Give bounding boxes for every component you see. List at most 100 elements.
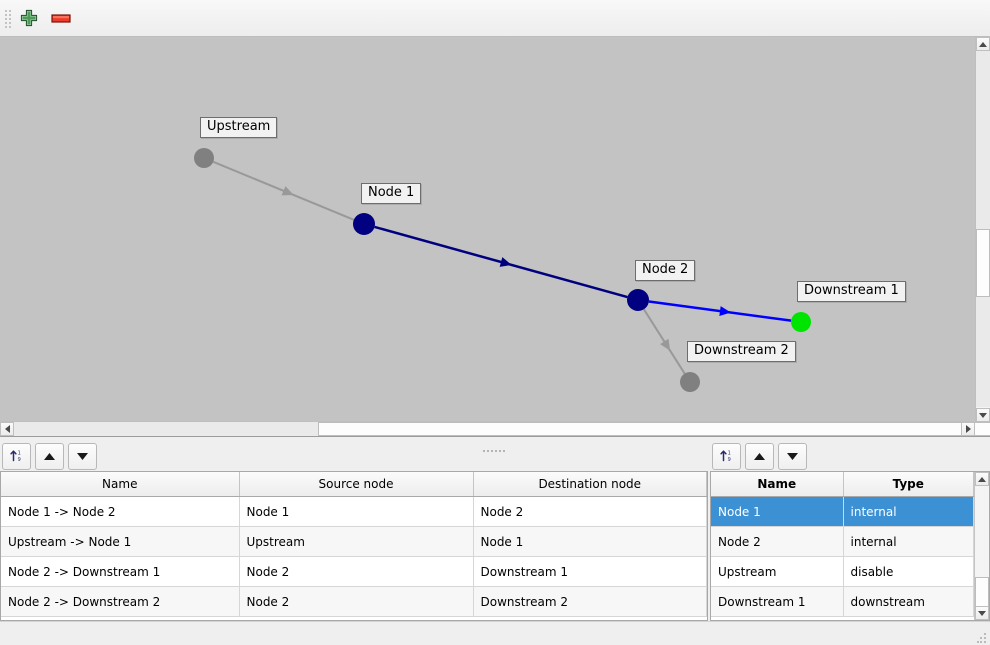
canvas-horizontal-scrollbar[interactable] (0, 421, 990, 436)
edges-table-cell[interactable]: Node 1 (473, 526, 707, 557)
edge-arrowhead-node2-downstream2 (660, 338, 671, 351)
edges-move-up-button[interactable] (35, 443, 64, 470)
edges-table-cell[interactable]: Node 2 (239, 556, 474, 587)
edges-table-cell[interactable]: Downstream 1 (473, 556, 707, 587)
svg-text:1: 1 (728, 450, 731, 456)
nodes-table-cell[interactable]: Node 2 (711, 526, 844, 557)
edge-arrowhead-node1-node2 (499, 257, 512, 267)
edges-panel-toolbar: 1 9 (0, 441, 708, 471)
minus-icon (51, 12, 71, 27)
edges-sort-button[interactable]: 1 9 (2, 443, 31, 470)
nodes-table-cell[interactable]: Downstream 1 (711, 586, 844, 617)
sort-icon: 1 9 (719, 448, 734, 466)
chevron-down-icon (978, 610, 986, 616)
canvas-scroll-down-button[interactable] (976, 408, 990, 422)
svg-text:9: 9 (18, 457, 21, 463)
chevron-right-icon (965, 425, 971, 433)
triangle-down-icon (786, 450, 799, 464)
svg-text:1: 1 (18, 450, 21, 456)
edges-table-column-header[interactable]: Name (1, 472, 240, 497)
canvas-scroll-right-button[interactable] (961, 422, 975, 436)
graph-node-node1[interactable] (353, 213, 375, 235)
sort-icon: 1 9 (9, 448, 24, 466)
graph-edges (194, 148, 811, 392)
horizontal-splitter[interactable] (0, 437, 990, 452)
nodes-table-cell[interactable]: internal (843, 526, 974, 557)
svg-text:9: 9 (728, 457, 731, 463)
chevron-down-icon (979, 412, 987, 418)
triangle-down-icon (76, 450, 89, 464)
edges-move-down-button[interactable] (68, 443, 97, 470)
graph-node-upstream[interactable] (194, 148, 214, 168)
edges-table-column-header[interactable]: Destination node (473, 472, 707, 497)
add-button[interactable] (16, 7, 42, 31)
nodes-table-cell[interactable]: internal (843, 496, 974, 527)
canvas-vertical-scrollbar[interactable] (975, 37, 990, 422)
edge-arrowhead-node2-downstream1 (719, 306, 731, 317)
nodes-table-cell[interactable]: disable (843, 556, 974, 587)
nodes-table-column-header[interactable]: Type (843, 472, 974, 497)
nodes-table-cell[interactable]: Upstream (711, 556, 844, 587)
nodes-table-cell[interactable]: downstream (843, 586, 974, 617)
graph-edge-upstream-node1[interactable] (212, 160, 355, 221)
canvas-scroll-left-button[interactable] (0, 422, 14, 436)
graph-node-node2[interactable] (627, 289, 649, 311)
edges-table-cell[interactable]: Node 2 -> Downstream 2 (1, 586, 240, 617)
edges-table-column-header[interactable]: Source node (239, 472, 474, 497)
graph-node-label-upstream[interactable]: Upstream (200, 117, 278, 138)
resize-grip[interactable] (977, 633, 987, 643)
plus-icon (20, 9, 38, 30)
edges-table-cell[interactable]: Node 2 (239, 586, 474, 617)
graph-node-downstream2[interactable] (680, 372, 700, 392)
canvas-scroll-up-button[interactable] (976, 37, 990, 51)
nodes-table-cell[interactable]: Node 1 (711, 496, 844, 527)
nodes-table-vertical-scrollbar[interactable] (974, 472, 989, 620)
graph-node-label-downstream2[interactable]: Downstream 2 (687, 341, 796, 362)
nodes-move-up-button[interactable] (745, 443, 774, 470)
edge-arrowhead-upstream-node1 (281, 186, 294, 196)
toolbar-drag-handle[interactable] (5, 10, 13, 28)
nodes-scroll-down-button[interactable] (975, 606, 989, 620)
graph-node-label-downstream1[interactable]: Downstream 1 (797, 281, 906, 302)
edges-table-cell[interactable]: Node 1 -> Node 2 (1, 496, 240, 527)
splitter-grip (483, 441, 507, 455)
status-bar (0, 621, 990, 645)
nodes-panel-toolbar: 1 9 (710, 441, 990, 471)
graph-node-downstream1[interactable] (791, 312, 811, 332)
edges-table-cell[interactable]: Upstream -> Node 1 (1, 526, 240, 557)
main-toolbar (0, 0, 990, 37)
nodes-move-down-button[interactable] (778, 443, 807, 470)
triangle-up-icon (753, 450, 766, 464)
edges-table-cell[interactable]: Node 1 (239, 496, 474, 527)
edges-table-cell[interactable]: Downstream 2 (473, 586, 707, 617)
nodes-sort-button[interactable]: 1 9 (712, 443, 741, 470)
edges-table-cell[interactable]: Node 2 (473, 496, 707, 527)
graph-node-label-node2[interactable]: Node 2 (635, 260, 696, 281)
nodes-table-column-header[interactable]: Name (711, 472, 844, 497)
canvas-vscroll-thumb[interactable] (976, 229, 990, 297)
edges-table-cell[interactable]: Upstream (239, 526, 474, 557)
edges-table-cell[interactable]: Node 2 -> Downstream 1 (1, 556, 240, 587)
nodes-scroll-up-button[interactable] (975, 472, 989, 486)
remove-button[interactable] (48, 7, 74, 31)
canvas-hscroll-thumb[interactable] (318, 422, 990, 436)
chevron-up-icon (978, 476, 986, 482)
graph-node-label-node1[interactable]: Node 1 (361, 183, 422, 204)
